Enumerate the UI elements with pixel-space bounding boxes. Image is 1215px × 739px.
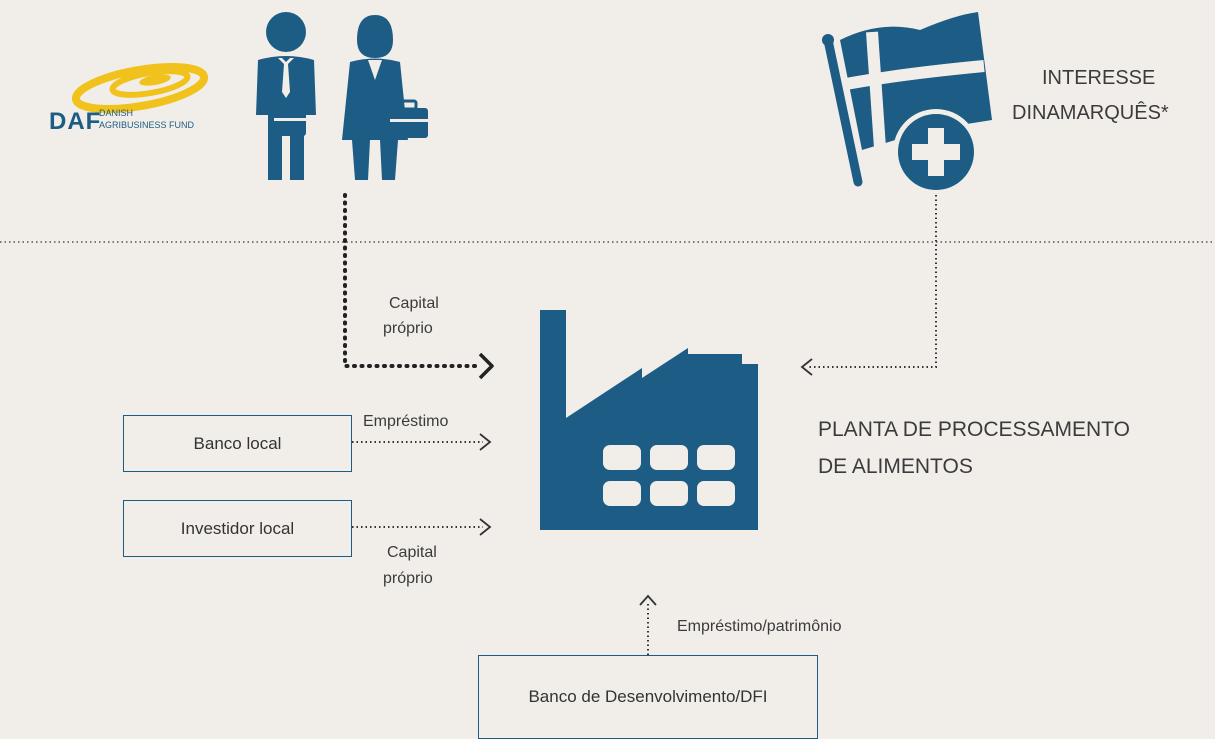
top-equity-label-line2: próprio: [383, 320, 433, 337]
investor-connector: [352, 518, 492, 536]
factory-label-line2: DE ALIMENTOS: [818, 455, 973, 478]
dfi-label: Banco de Desenvolvimento/DFI: [528, 687, 768, 706]
daf-name-line2: AGRIBUSINESS FUND: [99, 120, 195, 130]
interest-connector: [800, 195, 937, 376]
businesswoman-icon: [342, 15, 428, 180]
local-bank-box: Banco local: [123, 415, 352, 472]
factory-label-line1: PLANTA DE PROCESSAMENTO: [818, 418, 1130, 441]
investor-equity-label-line2: próprio: [383, 570, 433, 587]
danish-flag-plus-icon: [822, 12, 992, 195]
investor-equity-label-line1: Capital: [387, 544, 437, 561]
local-bank-label: Banco local: [193, 433, 282, 453]
daf-name-line1: DANISH: [99, 108, 134, 118]
daf-wordmark: DAF: [49, 108, 102, 135]
top-equity-label-line1: Capital: [389, 295, 439, 312]
daf-swoosh-icon: [71, 62, 209, 114]
danish-interest-line1: INTERESSE: [1042, 67, 1156, 89]
factory-icon: [540, 310, 758, 530]
dfi-flow-label: Empréstimo/patrimônio: [677, 618, 842, 635]
dfi-box: Banco de Desenvolvimento/DFI: [478, 655, 818, 739]
equity-connector-top: [343, 193, 494, 380]
local-investor-label: Investidor local: [180, 518, 295, 538]
local-investor-box: Investidor local: [123, 500, 352, 557]
danish-interest-line2: DINAMARQUÊS*: [1012, 102, 1169, 124]
loan-connector: [352, 433, 492, 451]
dfi-connector: [639, 594, 657, 655]
loan-label: Empréstimo: [363, 413, 449, 430]
